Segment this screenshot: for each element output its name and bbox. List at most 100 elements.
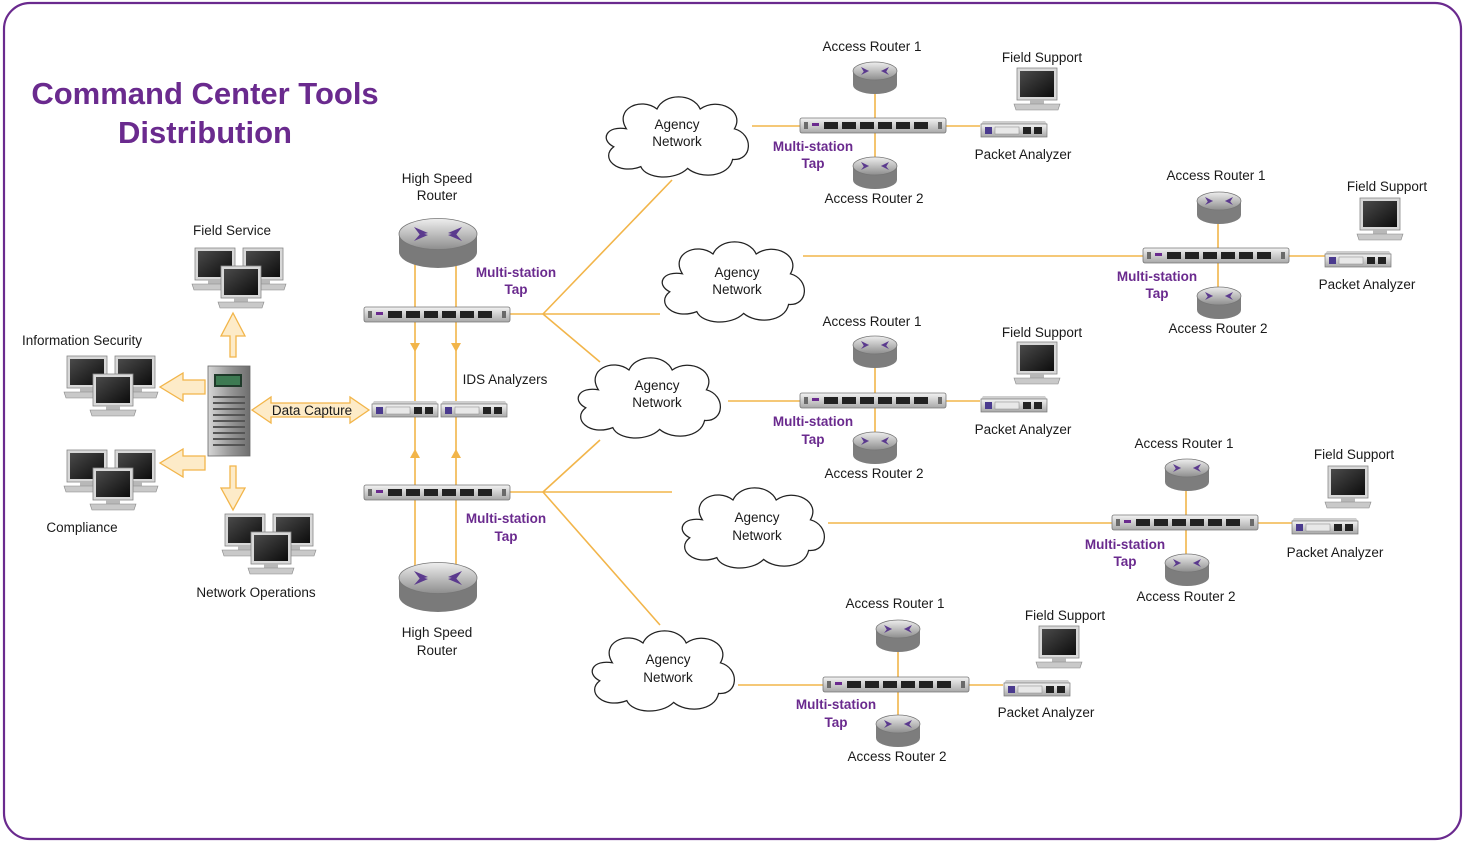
data-capture-label: Data Capture xyxy=(272,403,352,418)
title-line-2: Distribution xyxy=(118,115,292,150)
arrow-to-information-security xyxy=(158,371,206,403)
access-router-1-label: Access Router 1 xyxy=(822,314,921,329)
router-bottom-label-1: High Speed xyxy=(402,625,473,640)
access-router-1-icon xyxy=(1164,458,1210,492)
data-capture-arrow xyxy=(250,395,371,425)
agency-tap-label-5a: Multi-station xyxy=(796,697,876,712)
packet-analyzer-icon xyxy=(1324,250,1392,268)
core-tap-top xyxy=(363,306,511,323)
arrow-to-compliance xyxy=(158,447,206,479)
agency-network-label-4b: Network xyxy=(732,528,782,543)
agency-tap-label-1b: Tap xyxy=(802,156,825,171)
agency-tap-label-5b: Tap xyxy=(825,715,848,730)
packet-analyzer-label: Packet Analyzer xyxy=(998,705,1095,720)
agency-network-label-3a: Agency xyxy=(634,378,679,393)
agency-network-label-3b: Network xyxy=(632,395,682,410)
packet-analyzer-icon xyxy=(980,120,1048,138)
core-tap-bottom xyxy=(363,484,511,501)
access-router-1-label: Access Router 1 xyxy=(1134,436,1233,451)
network-operations-label: Network Operations xyxy=(196,585,316,600)
agency-site-1: Agency Network Access Router 1 Multi-sta… xyxy=(605,39,1083,206)
packet-analyzer-icon xyxy=(1003,679,1071,697)
agency-network-label-5a: Agency xyxy=(645,652,690,667)
agency-tap-label-3a: Multi-station xyxy=(773,414,853,429)
access-router-1-icon xyxy=(1196,191,1242,225)
access-router-2-label: Access Router 2 xyxy=(1136,589,1235,604)
field-support-monitor-icon xyxy=(1324,465,1372,509)
access-router-2-icon xyxy=(875,714,921,748)
agency-network-label-2b: Network xyxy=(712,282,762,297)
agency-site-5: Agency Network Access Router 1 Multi-sta… xyxy=(591,596,1106,764)
field-support-label: Field Support xyxy=(1347,179,1428,194)
access-router-1-icon xyxy=(875,619,921,653)
high-speed-router-top xyxy=(398,218,478,269)
core-arrowheads xyxy=(410,343,461,458)
central-server xyxy=(207,365,251,457)
agency-site-4: Agency Network Access Router 1 Multi-sta… xyxy=(681,436,1395,604)
packet-analyzer-label: Packet Analyzer xyxy=(1287,545,1384,560)
agency-network-label-1b: Network xyxy=(652,134,702,149)
core-tap-top-label-2: Tap xyxy=(505,282,528,297)
field-support-monitor-icon xyxy=(1035,625,1083,669)
ids-analyzer-1 xyxy=(371,400,439,418)
access-router-2-label: Access Router 2 xyxy=(1168,321,1267,336)
agency-tap-label-2a: Multi-station xyxy=(1117,269,1197,284)
access-router-2-label: Access Router 2 xyxy=(824,191,923,206)
packet-analyzer-icon xyxy=(1291,517,1359,535)
agency-tap-4 xyxy=(1111,514,1259,531)
field-support-label: Field Support xyxy=(1002,325,1083,340)
access-router-2-icon xyxy=(1164,553,1210,587)
router-top-label-1: High Speed xyxy=(402,171,473,186)
field-support-label: Field Support xyxy=(1314,447,1395,462)
field-service-label: Field Service xyxy=(193,223,271,238)
agency-network-label-2a: Agency xyxy=(714,265,759,280)
arrow-to-field-service xyxy=(219,311,247,358)
agency-network-label-5b: Network xyxy=(643,670,693,685)
distribution-arrows xyxy=(158,311,371,512)
agency-tap-label-3b: Tap xyxy=(802,432,825,447)
agency-tap-2 xyxy=(1142,247,1290,264)
router-bottom-label-2: Router xyxy=(417,643,458,658)
agency-site-2: Agency Network Access Router 1 Multi-sta… xyxy=(661,168,1428,336)
high-speed-router-bottom xyxy=(398,562,478,613)
arrow-to-network-operations xyxy=(219,465,247,512)
agency-tap-5 xyxy=(822,676,970,693)
core-tap-bottom-label-1: Multi-station xyxy=(466,511,546,526)
agency-tap-3 xyxy=(799,392,947,409)
agency-tap-label-4a: Multi-station xyxy=(1085,537,1165,552)
router-top-label-2: Router xyxy=(417,188,458,203)
agency-site-3: Agency Network Access Router 1 Multi-sta… xyxy=(577,314,1083,481)
core-tap-top-label-1: Multi-station xyxy=(476,265,556,280)
agency-tap-1 xyxy=(799,117,947,134)
compliance-label: Compliance xyxy=(46,520,117,535)
access-router-1-icon xyxy=(852,61,898,95)
access-router-1-label: Access Router 1 xyxy=(845,596,944,611)
field-support-monitor-icon xyxy=(1013,341,1061,385)
information-security-label: Information Security xyxy=(22,333,142,348)
access-router-2-label: Access Router 2 xyxy=(847,749,946,764)
access-router-2-icon xyxy=(1196,286,1242,320)
packet-analyzer-label: Packet Analyzer xyxy=(1319,277,1416,292)
packet-analyzer-icon xyxy=(980,395,1048,413)
access-router-2-icon xyxy=(852,156,898,190)
ids-analyzer-2 xyxy=(440,400,508,418)
access-router-1-label: Access Router 1 xyxy=(822,39,921,54)
packet-analyzer-label: Packet Analyzer xyxy=(975,147,1072,162)
agency-network-label-1a: Agency xyxy=(654,117,699,132)
agency-tap-label-2b: Tap xyxy=(1146,286,1169,301)
agency-tap-label-1a: Multi-station xyxy=(773,139,853,154)
packet-analyzer-label: Packet Analyzer xyxy=(975,422,1072,437)
field-support-label: Field Support xyxy=(1025,608,1106,623)
core-tap-bottom-label-2: Tap xyxy=(495,529,518,544)
ids-analyzers-label: IDS Analyzers xyxy=(463,372,548,387)
agency-tap-label-4b: Tap xyxy=(1114,554,1137,569)
field-support-label: Field Support xyxy=(1002,50,1083,65)
access-router-2-icon xyxy=(852,431,898,465)
agency-network-label-4a: Agency xyxy=(734,510,779,525)
access-router-1-icon xyxy=(852,335,898,369)
title-line-1: Command Center Tools xyxy=(31,76,378,111)
access-router-2-label: Access Router 2 xyxy=(824,466,923,481)
